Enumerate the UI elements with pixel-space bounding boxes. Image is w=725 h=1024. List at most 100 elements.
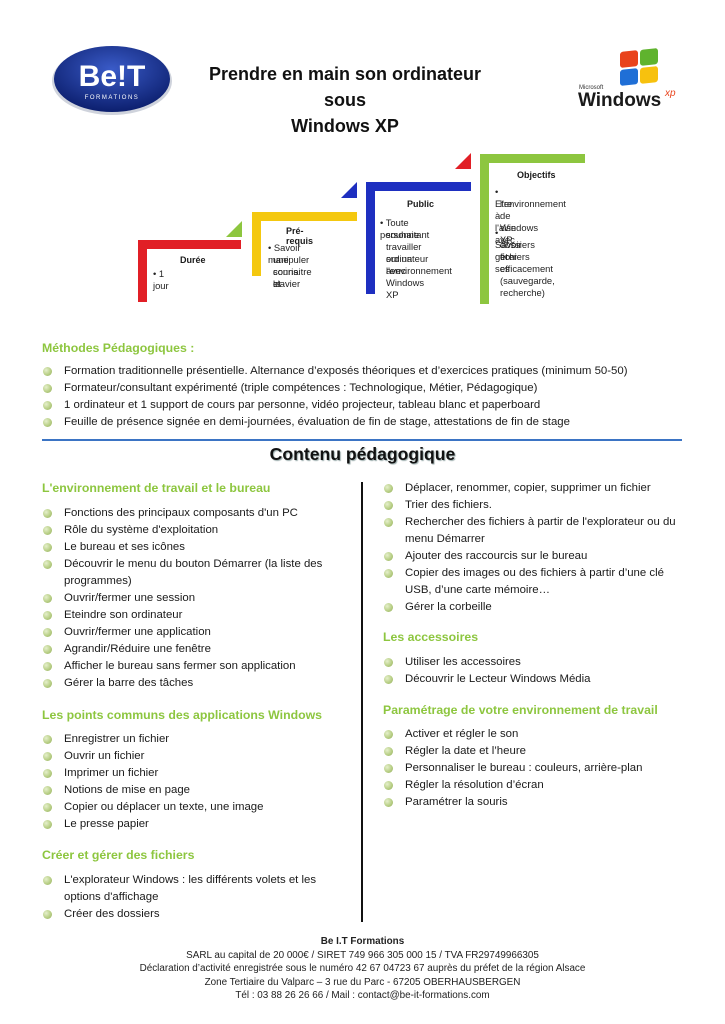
list-item: Copier ou déplacer un texte, une image <box>42 799 342 816</box>
step-public-line-1: • Toute personne <box>380 217 420 240</box>
list-item: Régler la résolution d’écran <box>383 777 693 794</box>
parametrage-list: Activer et régler le son Régler la date … <box>383 726 693 811</box>
bullet-icon <box>384 658 393 667</box>
list-item: Le bureau et ses icônes <box>42 539 342 556</box>
bullet-icon <box>43 645 52 654</box>
methodes-heading: Méthodes Pédagogiques : <box>42 341 195 355</box>
footer-company: Be I.T Formations <box>320 936 405 947</box>
step-duree-line-1: • 1 jour <box>153 268 169 291</box>
fichiers-continued-list: Déplacer, renommer, copier, supprimer un… <box>383 480 693 616</box>
stairs-diagram: Durée • 1 jour Pré-requis • Savoir manip… <box>138 152 598 307</box>
env-travail-heading: L'environnement de travail et le bureau <box>42 481 271 495</box>
step-public-line-5: l'environnement <box>386 265 452 276</box>
list-item: Rechercher des fichiers à partir de l'ex… <box>383 514 693 531</box>
step-objectifs-line-4: • Savoir gérer ses <box>495 227 522 274</box>
footer-contact: Tél : 03 88 26 26 66 / Mail : contact@be… <box>235 990 490 1002</box>
step-objectifs-line-6: fichiers <box>500 251 530 262</box>
list-item: Déplacer, renommer, copier, supprimer un… <box>383 480 693 497</box>
list-item: Copier des images ou des fichiers à part… <box>383 565 693 582</box>
list-item: Créer des dossiers <box>42 906 342 923</box>
bullet-icon <box>384 781 393 790</box>
step-duree-title: Durée <box>180 255 206 265</box>
parametrage-heading: Paramétrage de votre environnement de tr… <box>383 703 658 717</box>
bullet-icon <box>43 384 52 393</box>
xp-label: xp <box>664 88 676 99</box>
page-title: Prendre en main son ordinateur sous Wind… <box>190 61 500 139</box>
step-duree-arrow <box>226 221 242 237</box>
list-item-continuation: menu Démarrer <box>405 533 485 545</box>
bullet-icon <box>43 367 52 376</box>
list-item-continuation: options d'affichage <box>64 891 159 903</box>
step-duree-vbar <box>138 240 147 302</box>
accessoires-heading: Les accessoires <box>383 630 479 644</box>
step-prerequis-line-4: clavier <box>273 278 301 289</box>
list-item: Activer et régler le son <box>383 726 693 743</box>
bullet-icon <box>384 798 393 807</box>
bullet-icon <box>43 786 52 795</box>
footer-address: Zone Tertiaire du Valparc – 3 rue du Par… <box>204 976 521 988</box>
step-public-line-4: ordinateur avec <box>386 253 429 276</box>
bullet-icon <box>384 675 393 684</box>
step-objectifs-hbar <box>480 154 585 163</box>
bullet-icon <box>43 418 52 427</box>
step-prerequis-arrow <box>341 182 357 198</box>
bullet-icon <box>43 628 52 637</box>
bullet-icon <box>43 679 52 688</box>
list-item: Formation traditionnelle présentielle. A… <box>42 363 692 380</box>
step-prerequis-line-3: connaitre le <box>273 266 312 289</box>
bullet-icon <box>384 764 393 773</box>
bullet-icon <box>43 769 52 778</box>
logo-subtext: FORMATIONS <box>85 95 140 101</box>
bullet-icon <box>43 820 52 829</box>
list-item: Agrandir/Réduire une fenêtre <box>42 641 342 658</box>
step-public-vbar <box>366 182 375 294</box>
list-item: 1 ordinateur et 1 support de cours par p… <box>42 397 692 414</box>
list-item: Paramétrer la souris <box>383 794 693 811</box>
list-item: Gérer la corbeille <box>383 599 693 616</box>
step-objectifs-line-9: recherche) <box>500 287 545 298</box>
bullet-icon <box>43 543 52 552</box>
list-item: Formateur/consultant expérimenté (triple… <box>42 380 692 397</box>
bullet-icon <box>43 526 52 535</box>
bullet-icon <box>43 594 52 603</box>
list-item: Ouvrir/fermer une application <box>42 624 342 641</box>
list-item: Ouvrir/fermer une session <box>42 590 342 607</box>
logo-text: Be!T <box>79 60 146 93</box>
list-item: Fonctions des principaux composants d'un… <box>42 505 342 522</box>
step-prerequis-title: Pré-requis <box>286 226 314 246</box>
bullet-icon <box>43 876 52 885</box>
list-item: Personnaliser le bureau : couleurs, arri… <box>383 760 693 777</box>
bullet-icon <box>384 730 393 739</box>
footer-legal: SARL au capital de 20 000€ / SIRET 749 9… <box>186 949 539 961</box>
bullet-icon <box>43 735 52 744</box>
list-item: Afficher le bureau sans fermer son appli… <box>42 658 342 675</box>
step-public-title: Public <box>407 199 435 209</box>
list-item: Eteindre son ordinateur <box>42 607 342 624</box>
list-item: Enregistrer un fichier <box>42 731 342 748</box>
bullet-icon <box>43 401 52 410</box>
points-communs-list: Enregistrer un fichier Ouvrir un fichier… <box>42 731 342 833</box>
list-item: Ouvrir un fichier <box>42 748 342 765</box>
footer: Be I.T Formations SARL au capital de 20 … <box>0 935 725 1003</box>
bullet-icon <box>384 552 393 561</box>
step-prerequis-line-1: • Savoir manipuler <box>268 242 310 265</box>
list-item-continuation: programmes) <box>64 575 132 587</box>
title-line-2: Windows XP <box>291 116 399 136</box>
bullet-icon <box>384 747 393 756</box>
list-item: Utiliser les accessoires <box>383 654 693 671</box>
title-line-1: Prendre en main son ordinateur sous <box>208 64 482 110</box>
step-public-line-2: souhaitant <box>386 229 430 240</box>
step-prerequis-vbar <box>252 212 261 276</box>
step-public-line-6: Windows XP <box>386 277 425 300</box>
contenu-title: Contenu pédagogique <box>269 444 456 464</box>
step-public-arrow <box>455 153 471 169</box>
bullet-icon <box>43 560 52 569</box>
microsoft-label: Microsoft <box>579 85 604 91</box>
list-item: Rôle du système d'exploitation <box>42 522 342 539</box>
step-prerequis-line-2: une souris et <box>273 254 299 289</box>
bullet-icon <box>43 910 52 919</box>
section-divider <box>42 439 682 441</box>
list-item: Découvrir le Lecteur Windows Média <box>383 671 693 688</box>
list-item: Feuille de présence signée en demi-journ… <box>42 414 692 431</box>
list-item: Trier des fichiers. <box>383 497 693 514</box>
